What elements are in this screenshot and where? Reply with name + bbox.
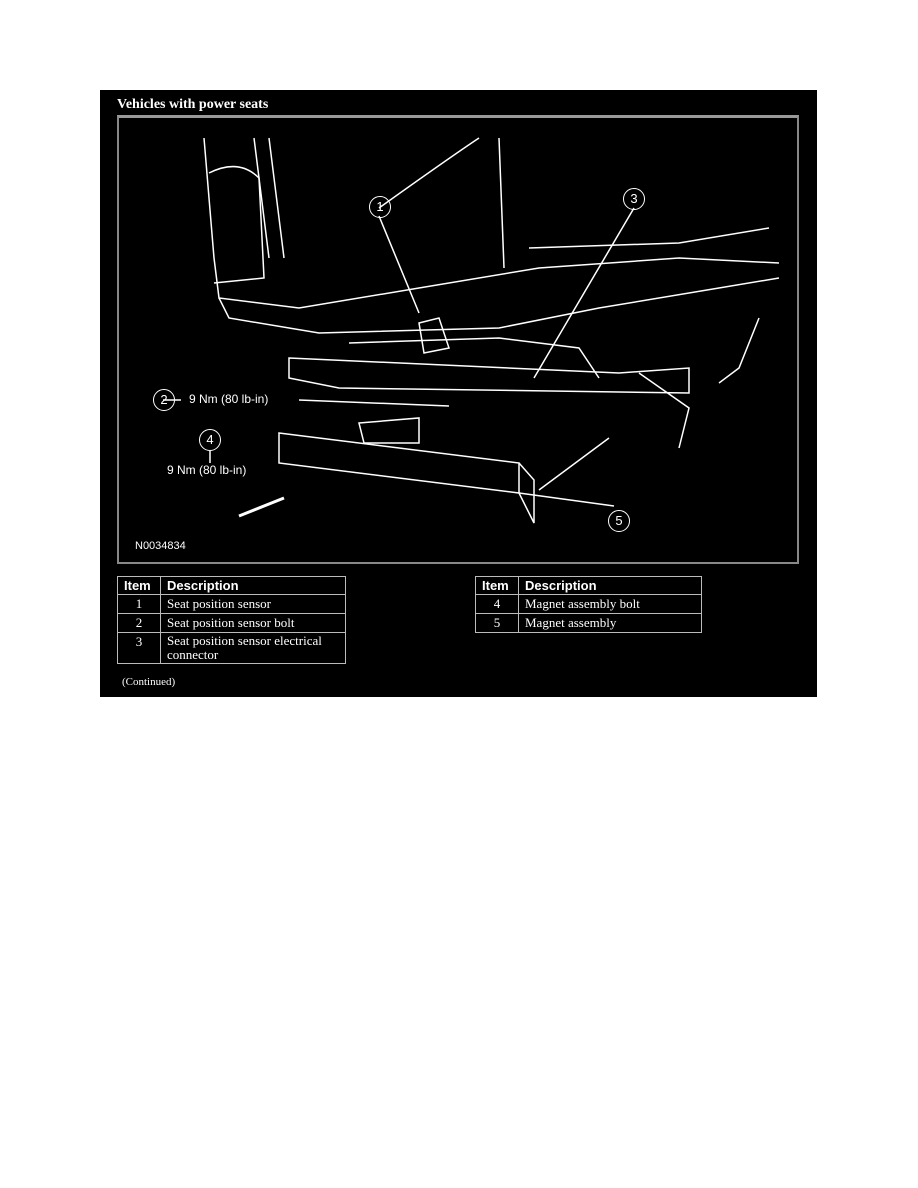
callout-1: 1 — [369, 196, 391, 218]
torque-label-2: 9 Nm (80 lb-in) — [189, 392, 269, 406]
item-number: 5 — [475, 613, 519, 633]
header-description: Description — [518, 576, 702, 595]
figure-panel: Vehicles with power seats 1 3 2 9 Nm (80… — [100, 90, 817, 697]
header-item: Item — [117, 576, 161, 595]
item-number: 4 — [475, 594, 519, 614]
seat-drawing — [163, 137, 780, 524]
callout-5: 5 — [608, 510, 630, 532]
item-description: Magnet assembly bolt — [518, 594, 702, 614]
figure-title: Vehicles with power seats — [117, 97, 269, 112]
item-number: 3 — [117, 632, 161, 664]
callout-3: 3 — [623, 188, 645, 210]
item-number: 1 — [117, 594, 161, 614]
seat-illustration: 1 3 2 9 Nm (80 lb-in) 4 9 Nm (80 lb-in) … — [117, 115, 799, 564]
item-description: Seat position sensor — [160, 594, 346, 614]
callout-4: 4 — [199, 429, 221, 451]
continued-note: (Continued) — [122, 676, 176, 688]
item-description: Seat position sensor bolt — [160, 613, 346, 633]
header-description: Description — [160, 576, 346, 595]
header-item: Item — [475, 576, 519, 595]
callout-2: 2 — [153, 389, 175, 411]
figure-id: N0034834 — [135, 540, 186, 552]
item-description: Seat position sensor electrical connecto… — [160, 632, 346, 664]
item-description: Magnet assembly — [518, 613, 702, 633]
torque-label-4: 9 Nm (80 lb-in) — [167, 463, 247, 477]
item-number: 2 — [117, 613, 161, 633]
